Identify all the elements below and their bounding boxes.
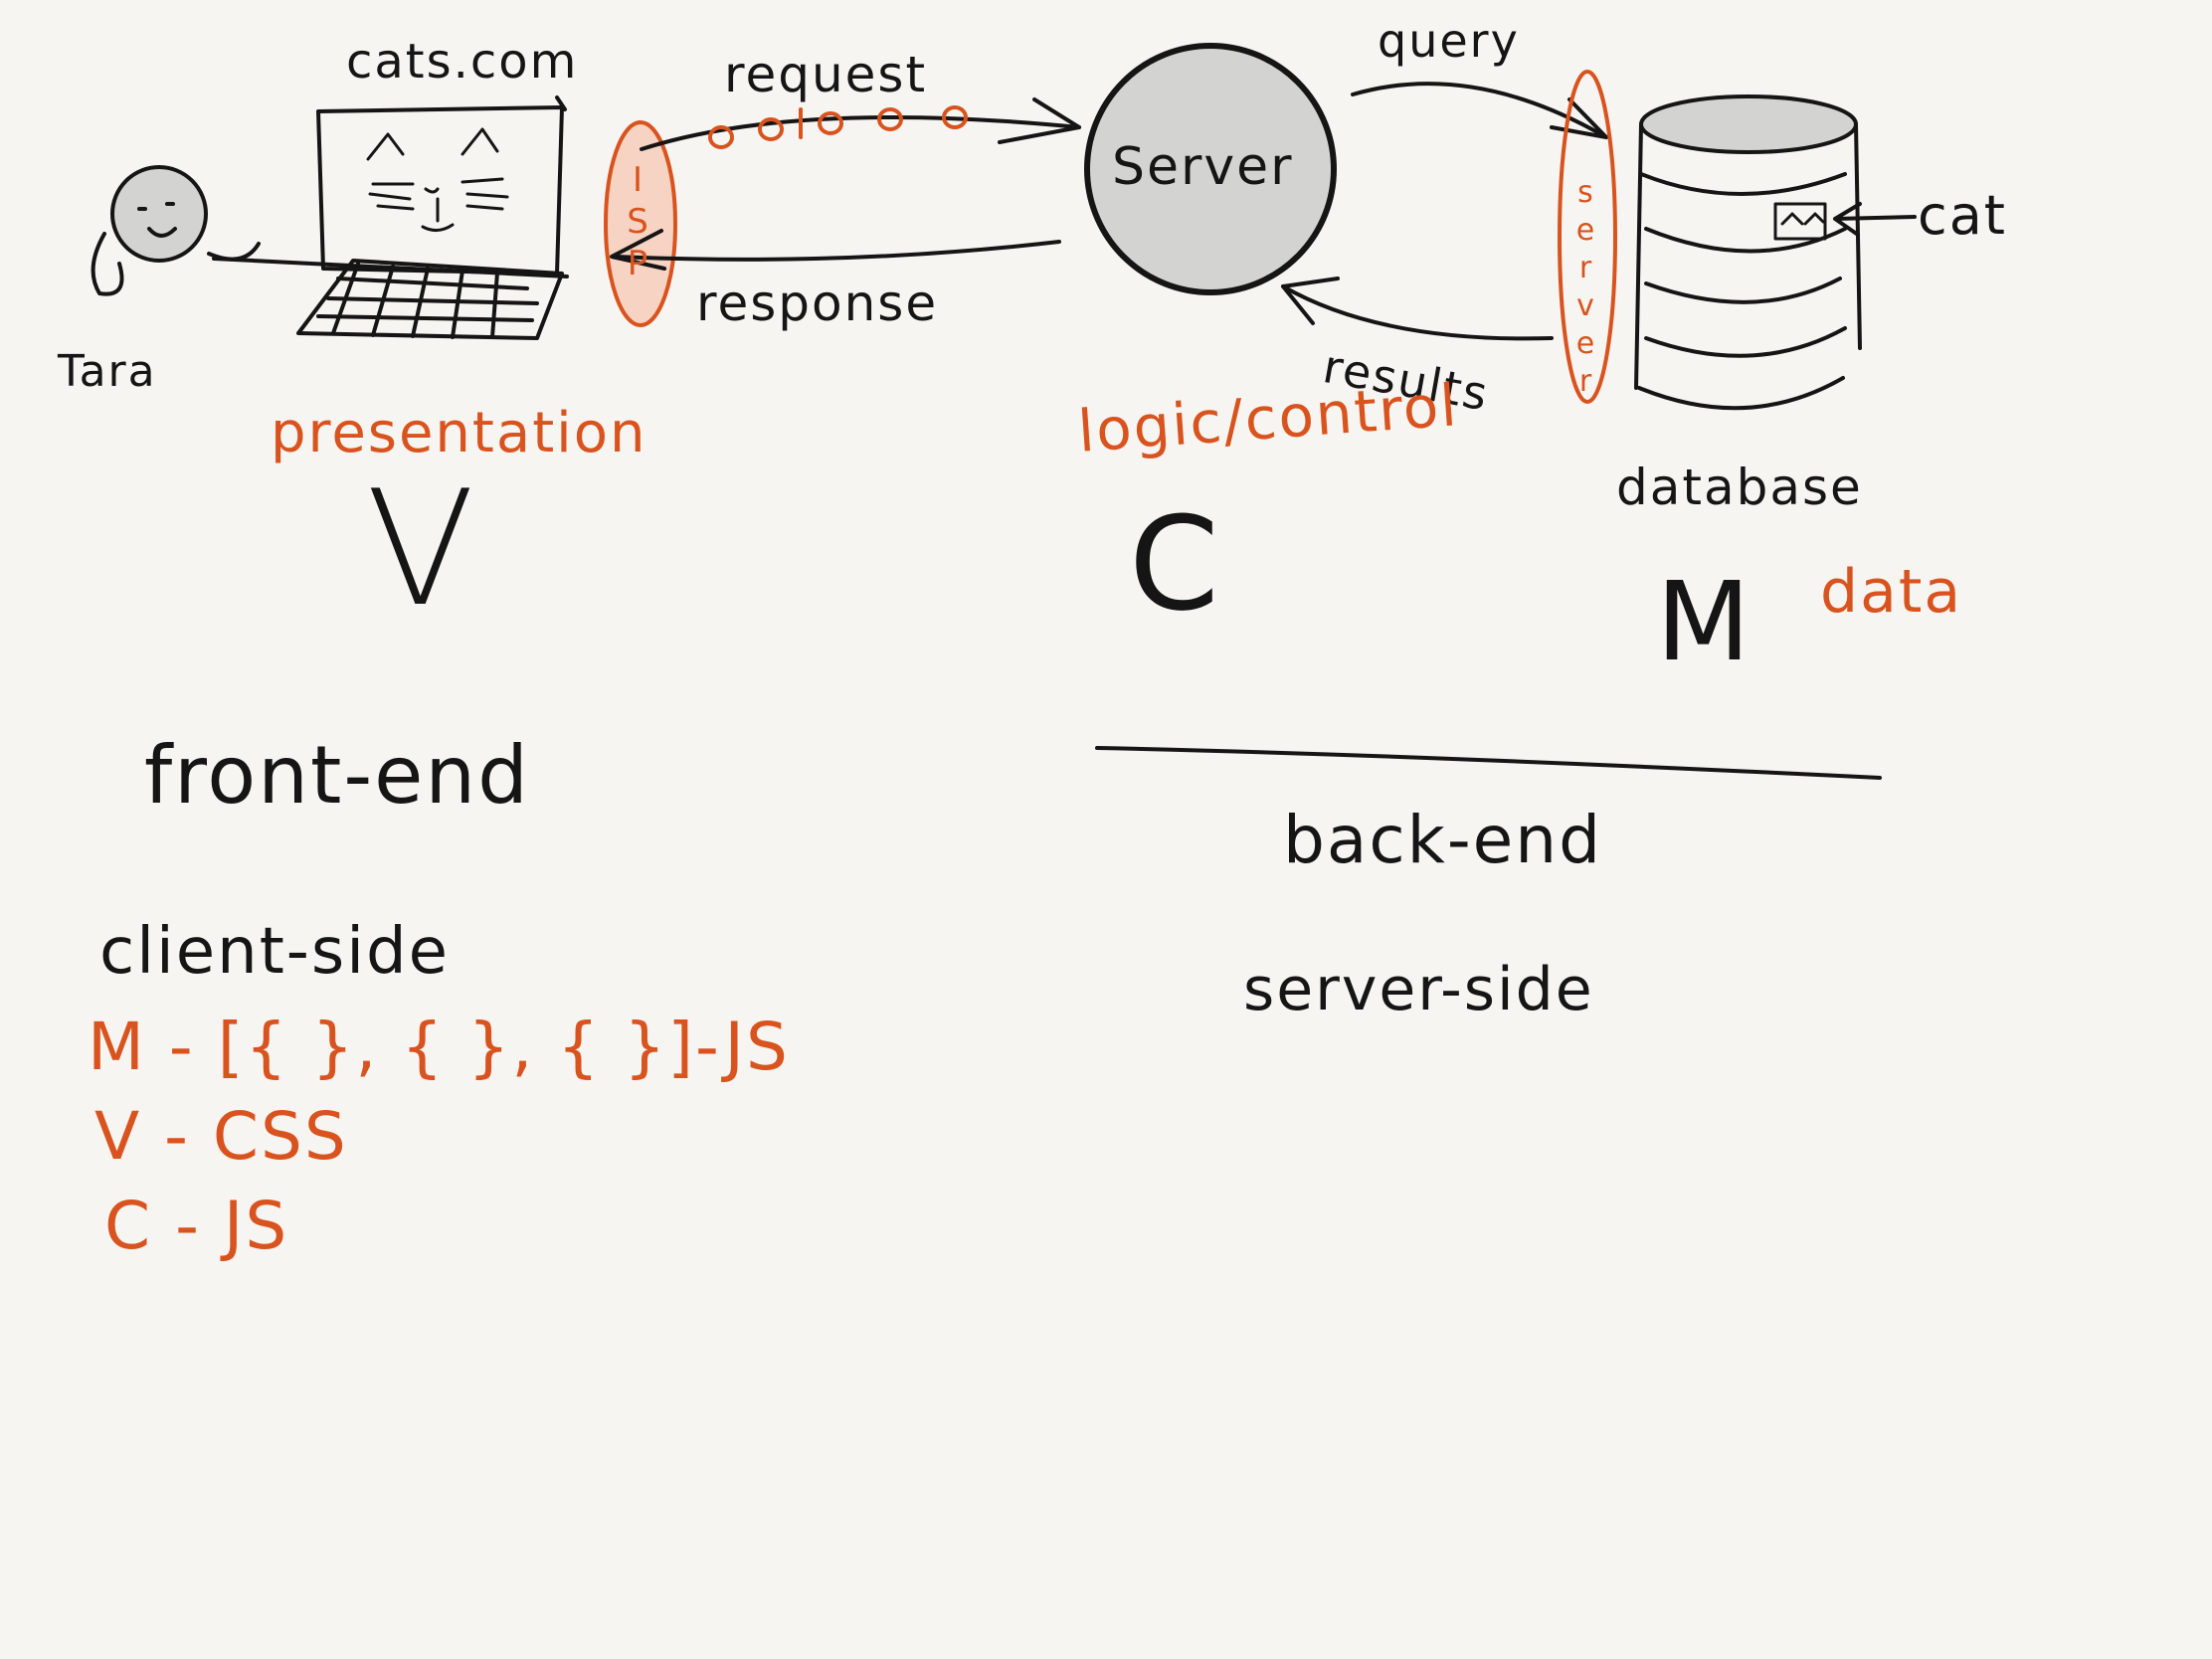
request-bits — [708, 105, 968, 149]
user-label: Tara — [58, 346, 157, 397]
front-end-label: front-end — [144, 729, 530, 822]
response-label: response — [696, 275, 939, 332]
results-arrow — [1281, 276, 1554, 341]
laptop-icon — [296, 95, 567, 340]
query-label: query — [1378, 14, 1520, 68]
request-label: request — [724, 46, 928, 103]
isp-label: I S P — [627, 160, 650, 283]
cat-label: cat — [1918, 184, 2007, 247]
cat-record-icon — [1773, 202, 1827, 241]
db-server-label: server — [1575, 175, 1597, 399]
server-label: Server — [1112, 137, 1294, 197]
server-circle-icon — [1084, 43, 1337, 295]
response-arrow — [610, 229, 1061, 271]
isp-ellipse — [604, 120, 677, 327]
db-server-ellipse — [1558, 70, 1617, 404]
controller-letter: C — [1129, 488, 1219, 640]
data-label: data — [1820, 557, 1963, 627]
database-cylinder-icon — [1634, 94, 1862, 411]
view-css-line: V - CSS — [94, 1098, 348, 1175]
presentation-label: presentation — [271, 401, 647, 465]
server-side-label: server-side — [1243, 955, 1594, 1024]
site-label: cats.com — [346, 34, 579, 90]
view-letter: V — [366, 456, 475, 642]
cat-pointer-arrow — [1833, 202, 1917, 237]
model-letter: M — [1656, 558, 1751, 685]
cat-face-icon — [366, 127, 509, 232]
database-label: database — [1616, 459, 1863, 516]
client-side-label: client-side — [99, 915, 450, 989]
request-arrow — [640, 97, 1081, 151]
query-arrow — [1351, 82, 1608, 139]
controller-js-line: C - JS — [104, 1188, 289, 1264]
person-icon — [91, 165, 261, 296]
model-js-line: M - [{ }, { }, { }]-JS — [88, 1009, 790, 1085]
back-end-line — [1095, 746, 1882, 780]
back-end-label: back-end — [1283, 802, 1602, 878]
